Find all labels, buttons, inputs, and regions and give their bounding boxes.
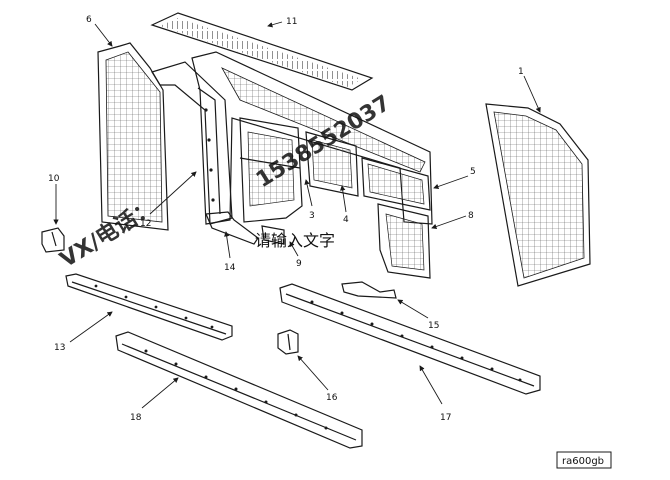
part-8-lower-panel (377, 203, 431, 279)
part-15-bracket (341, 281, 397, 299)
part-1-right-screen (485, 103, 591, 287)
part-9-plate (261, 225, 285, 245)
part-17-rail (279, 283, 541, 395)
figure-code-tag: ra600gb (556, 451, 612, 469)
callout-17: 17 (440, 413, 451, 423)
part-12-rail (65, 273, 233, 341)
part-4-inner-panel (305, 131, 359, 197)
watermark-center: 请输入文字 (255, 231, 335, 250)
callout-9: 9 (296, 259, 302, 269)
callout-1: 1 (518, 67, 524, 77)
callout-18: 18 (130, 413, 142, 423)
callout-14: 14 (224, 263, 236, 273)
callout-11: 11 (286, 17, 297, 27)
part-13-left-channel (151, 61, 233, 225)
figure-code: ra600gb (562, 456, 604, 467)
part-10-bracket (41, 227, 65, 253)
callout-8: 8 (468, 211, 474, 221)
callout-13: 12 (140, 219, 151, 229)
part-3-inner-panel (239, 117, 303, 223)
part-18-rail (115, 331, 363, 449)
callout-12: 13 (54, 343, 65, 353)
callout-5: 5 (470, 167, 476, 177)
part-5-inner-panel (361, 157, 431, 211)
callout-6: 6 (86, 15, 92, 25)
part-11-top-strip (150, 12, 374, 91)
callout-16: 16 (326, 393, 338, 403)
part-14-bracket (205, 211, 259, 245)
leader-lines (53, 21, 541, 409)
callout-3: 3 (309, 211, 315, 221)
callout-4: 4 (343, 215, 349, 225)
callout-labels: 6 11 1 10 12 3 4 5 8 14 9 15 13 16 17 18 (48, 15, 524, 423)
callout-10: 10 (48, 174, 60, 184)
part-6-left-screen (97, 42, 169, 231)
part-16-angle-bracket (277, 329, 299, 355)
callout-15: 15 (428, 321, 439, 331)
